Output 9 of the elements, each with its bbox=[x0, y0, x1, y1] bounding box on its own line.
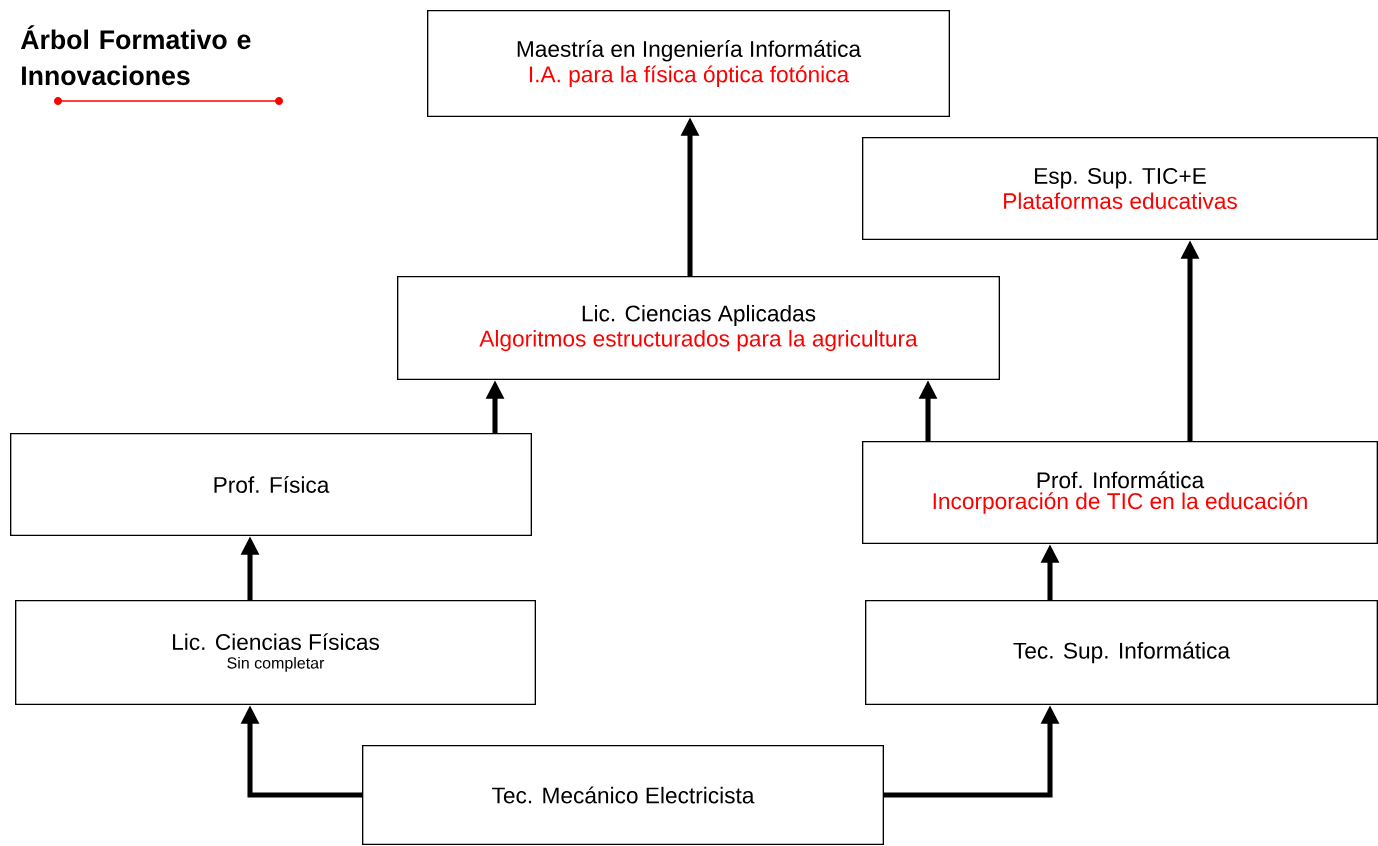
node-box: Esp. Sup. TIC+E Plataformas educativas bbox=[862, 137, 1378, 240]
node-box: Prof. Informática Incorporación de TIC en la educación bbox=[862, 441, 1378, 544]
node-box: Prof. Física bbox=[10, 433, 532, 536]
title: Árbol Formativo e Innovaciones bbox=[20, 25, 251, 86]
node-box: Lic. Ciencias Aplicadas Algoritmos estructurados para la agricultura bbox=[397, 276, 1000, 380]
node-box: Lic. Ciencias Físicas Sin completar bbox=[15, 600, 536, 705]
node-box: Tec. Sup. Informática bbox=[865, 600, 1378, 705]
node-box: Maestría en Ingeniería Informática I.A. para la física óptica fotónica bbox=[427, 10, 950, 117]
node-box: Tec. Mecánico Electricista bbox=[362, 745, 884, 845]
